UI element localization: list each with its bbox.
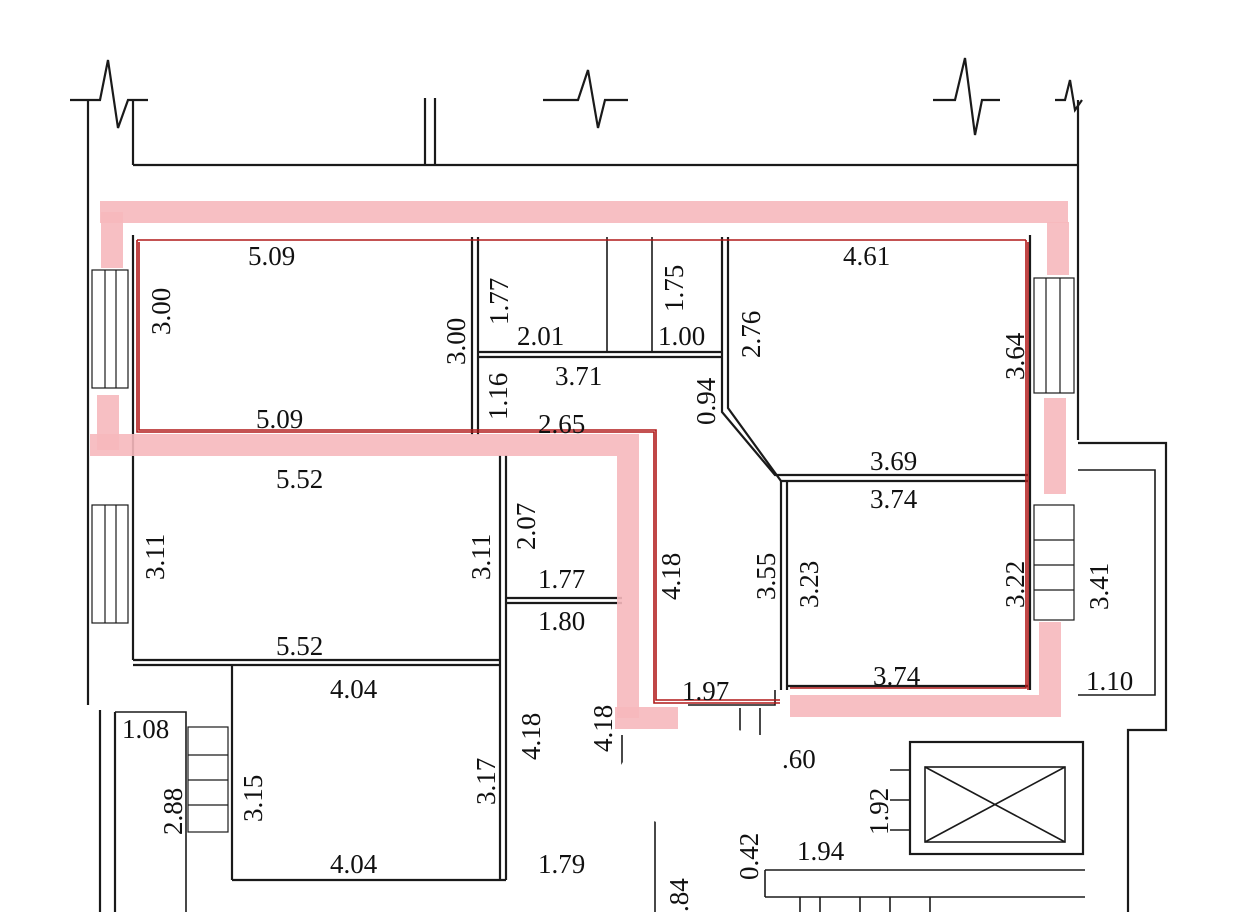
dim-stair-192: 1.92	[864, 788, 894, 835]
balconies	[115, 441, 1168, 912]
dim-room1-left: 3.00	[146, 288, 176, 335]
dim-hall-094: 0.94	[691, 377, 721, 425]
dim-closet-177: 1.77	[538, 564, 585, 594]
selection-outline	[136, 239, 1029, 704]
dim-room5-right: 3.17	[471, 758, 501, 805]
dim-room3-right: 3.11	[466, 534, 496, 580]
dim-hall-355: 3.55	[751, 553, 781, 600]
dim-bath-177: 1.77	[484, 278, 514, 325]
dimension-labels: 5.09 3.00 3.00 5.09 1.77 2.01 1.75 1.00 …	[122, 241, 1133, 912]
balcony-right	[1078, 441, 1168, 912]
dim-balcony-341: 3.41	[1084, 563, 1114, 610]
dim-room4-top: 3.74	[870, 484, 918, 514]
interior-walls	[133, 237, 1028, 912]
dim-room2-top: 4.61	[843, 241, 890, 271]
window-room3	[91, 504, 129, 624]
wall-break-right	[933, 57, 1000, 136]
wall-entry	[688, 690, 776, 706]
dim-room1-bottom: 5.09	[256, 404, 303, 434]
dim-stair-84: .84	[664, 878, 694, 912]
wall-break-left	[70, 59, 148, 129]
dim-room5-left: 3.15	[238, 775, 268, 822]
dim-wc-175: 1.75	[659, 265, 689, 312]
building-walls	[70, 57, 1083, 912]
dim-room3-top: 5.52	[276, 464, 323, 494]
dim-room1-right: 3.00	[441, 318, 471, 365]
dim-room4-right: 3.22	[1000, 561, 1030, 608]
dim-room4-left: 3.23	[794, 561, 824, 608]
window-room4	[1033, 504, 1075, 621]
dim-kitchen-418b: 4.18	[588, 705, 618, 752]
highlight-middle	[90, 434, 639, 718]
window-room1	[91, 269, 129, 389]
dim-stair-042: 0.42	[734, 833, 764, 880]
dim-lbalcony-288: 2.88	[158, 788, 188, 835]
dim-entry-197: 1.97	[682, 676, 729, 706]
dim-bath-201: 2.01	[517, 321, 564, 351]
dim-kitchen-418: 4.18	[516, 713, 546, 760]
dim-stair-194: 1.94	[797, 836, 845, 866]
highlight-overlay	[90, 201, 1069, 729]
dim-room1-top: 5.09	[248, 241, 295, 271]
dim-room2-bottom: 3.69	[870, 446, 917, 476]
lift-shaft	[764, 740, 1085, 912]
dim-balcony-110: 1.10	[1086, 666, 1133, 696]
dim-closet-207: 2.07	[511, 503, 541, 550]
dim-room3-bottom: 5.52	[276, 631, 323, 661]
dim-room5-top: 4.04	[330, 674, 378, 704]
dim-room5-bottom: 4.04	[330, 849, 378, 879]
wall-break-mid	[543, 69, 628, 129]
dim-stair-60: .60	[782, 744, 816, 774]
window-room2	[1033, 277, 1075, 394]
dim-hall-418: 4.18	[656, 553, 686, 600]
balcony-right-inner	[1078, 469, 1156, 696]
dim-room4-bottom: 3.74	[873, 661, 921, 691]
dim-kitchen-179: 1.79	[538, 849, 585, 879]
dim-room2-right: 3.64	[1000, 332, 1030, 380]
dim-closet-180: 1.80	[538, 606, 585, 636]
dim-room2-276: 2.76	[736, 311, 766, 358]
dim-lbalcony-108: 1.08	[122, 714, 169, 744]
dim-hall-265: 2.65	[538, 409, 585, 439]
balcony-left	[115, 711, 187, 912]
dim-hall-371: 3.71	[555, 361, 602, 391]
dim-hall-116: 1.16	[483, 373, 513, 420]
dim-room3-left: 3.11	[140, 534, 170, 580]
redacted-patch	[617, 728, 807, 832]
windows	[91, 269, 1075, 833]
highlight-bottom-right	[790, 622, 1061, 717]
dim-wc-100: 1.00	[658, 321, 705, 351]
wall-r2-bottom	[720, 400, 1028, 477]
